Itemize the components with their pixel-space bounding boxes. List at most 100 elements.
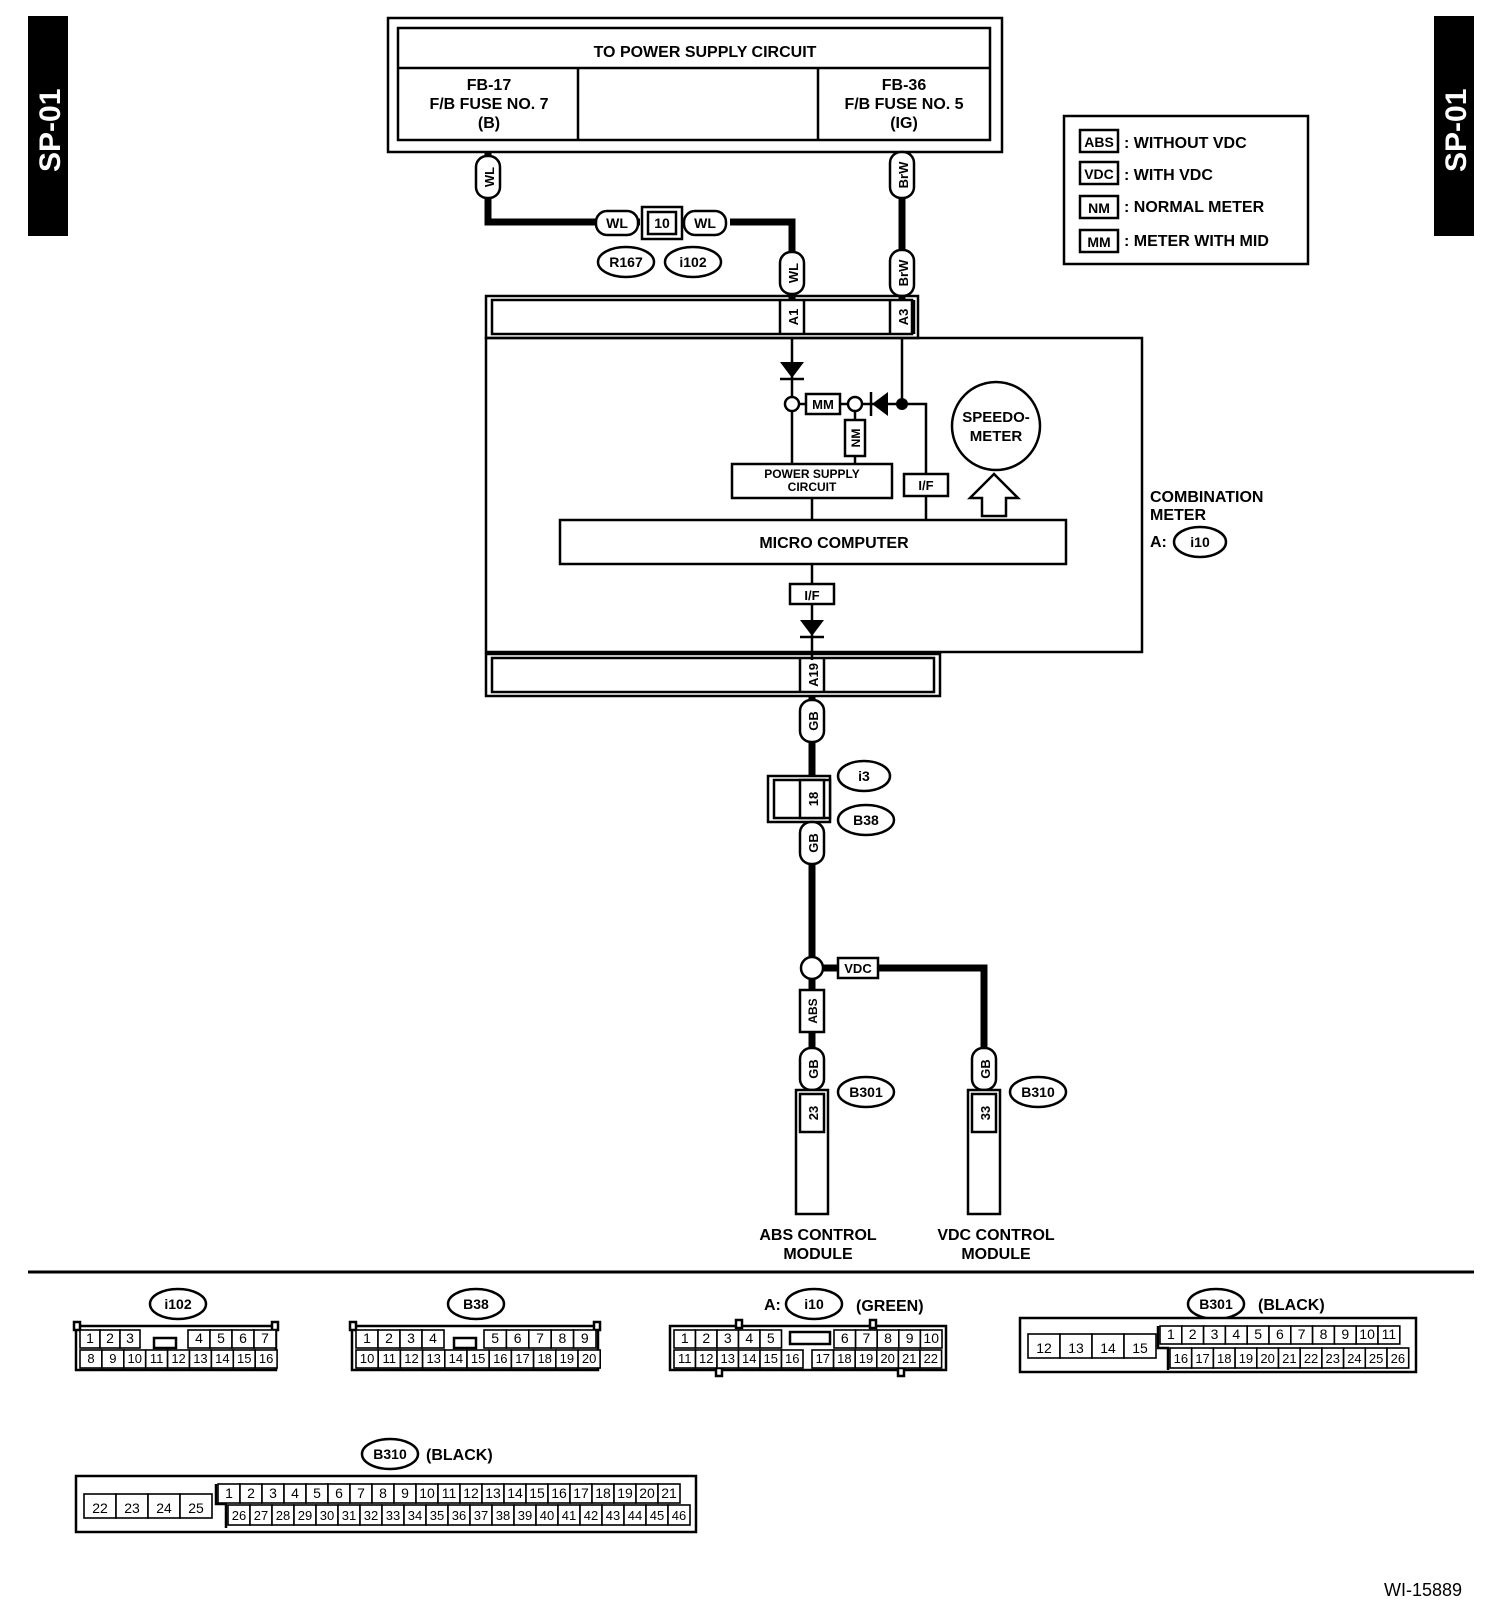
brw-wire: BrW BrW bbox=[888, 150, 916, 300]
connector-b310: B310 bbox=[1021, 1084, 1055, 1100]
pin-number: 36 bbox=[452, 1508, 466, 1523]
pin-a3: A3 bbox=[896, 309, 911, 326]
pin-number: 21 bbox=[661, 1485, 677, 1501]
pin-number: 4 bbox=[745, 1330, 753, 1346]
cv-b301-color: (BLACK) bbox=[1258, 1297, 1325, 1314]
pin-number: 10 bbox=[128, 1351, 142, 1366]
connector-i3: i3 bbox=[858, 768, 870, 784]
pin-number: 3 bbox=[269, 1485, 277, 1501]
right-fuse-line-1: FB-36 bbox=[882, 77, 927, 94]
pin-number: 4 bbox=[429, 1330, 437, 1346]
pin-number: 14 bbox=[742, 1351, 756, 1366]
combination-meter-label-1: COMBINATION bbox=[1150, 489, 1263, 506]
pin-number: 9 bbox=[1341, 1326, 1349, 1342]
pin-number: 7 bbox=[261, 1330, 269, 1346]
pin-number: 5 bbox=[217, 1330, 225, 1346]
pin-number: 15 bbox=[1132, 1340, 1148, 1356]
pin-number: 7 bbox=[863, 1330, 871, 1346]
pin-number: 21 bbox=[1282, 1351, 1296, 1366]
pin-number: 11 bbox=[442, 1485, 457, 1501]
pin-number: 14 bbox=[215, 1351, 229, 1366]
pin-number: 9 bbox=[581, 1330, 589, 1346]
left-fuse-line-3: (B) bbox=[478, 115, 500, 132]
combination-meter-conn: i10 bbox=[1190, 534, 1210, 550]
pin-number: 20 bbox=[1260, 1351, 1274, 1366]
pin-number: 7 bbox=[1298, 1326, 1306, 1342]
pin-number: 14 bbox=[507, 1485, 523, 1501]
pin-number: 38 bbox=[496, 1508, 510, 1523]
wire-label-gb-1: GB bbox=[806, 711, 821, 731]
pin-number: 16 bbox=[493, 1351, 507, 1366]
legend-text-mm: : METER WITH MID bbox=[1124, 233, 1269, 250]
pin-number: 35 bbox=[430, 1508, 444, 1523]
wire-label-wl-lower: WL bbox=[786, 263, 801, 283]
connector-view-title-b301: B301 (BLACK) bbox=[1186, 1287, 1325, 1321]
pin-number: 11 bbox=[383, 1351, 397, 1366]
pin-number: 4 bbox=[291, 1485, 299, 1501]
pin-number: 13 bbox=[193, 1351, 207, 1366]
pin-number: 6 bbox=[1276, 1326, 1284, 1342]
pin-number: 18 bbox=[537, 1351, 551, 1366]
pin-number: 19 bbox=[560, 1351, 574, 1366]
pin-number: 25 bbox=[1369, 1351, 1383, 1366]
speedo-line-1: SPEEDO- bbox=[962, 409, 1030, 426]
pin-number: 19 bbox=[1239, 1351, 1253, 1366]
pin-23: 23 bbox=[806, 1106, 821, 1120]
pin-number: 30 bbox=[320, 1508, 334, 1523]
meter-if-upper: I/F bbox=[918, 478, 933, 493]
pin-number: 17 bbox=[816, 1351, 830, 1366]
pin-number: 18 bbox=[1217, 1351, 1231, 1366]
pin-number: 40 bbox=[540, 1508, 554, 1523]
right-fuse-line-2: F/B FUSE NO. 5 bbox=[844, 96, 963, 113]
pin-number: 33 bbox=[386, 1508, 400, 1523]
pin-number: 8 bbox=[1320, 1326, 1328, 1342]
pin-number: 20 bbox=[880, 1351, 894, 1366]
pin-a1: A1 bbox=[786, 309, 801, 326]
pin-number: 15 bbox=[764, 1351, 778, 1366]
pin-number: 5 bbox=[767, 1330, 775, 1346]
pin-number: 11 bbox=[678, 1351, 692, 1366]
pin-number: 21 bbox=[902, 1351, 916, 1366]
wl-wire: WL WL 10 WL R167 i102 WL bbox=[474, 152, 806, 300]
figure-id: WI-15889 bbox=[1384, 1580, 1462, 1600]
branch-abs-label: ABS bbox=[806, 998, 820, 1023]
pin-number: 11 bbox=[150, 1351, 164, 1366]
pin-number: 2 bbox=[106, 1330, 114, 1346]
pin-number: 15 bbox=[529, 1485, 545, 1501]
pin-number: 8 bbox=[559, 1330, 567, 1346]
pin-number: 11 bbox=[1382, 1326, 1397, 1342]
wire-label-wl-left: WL bbox=[606, 215, 628, 231]
pin-number: 41 bbox=[562, 1508, 576, 1523]
connector-b38: B38 bbox=[853, 812, 879, 828]
pin-number: 18 bbox=[837, 1351, 851, 1366]
pin-number: 4 bbox=[195, 1330, 203, 1346]
pin-number: 10 bbox=[1359, 1326, 1375, 1342]
pin-number: 23 bbox=[1326, 1351, 1340, 1366]
cv-b310-name: B310 bbox=[373, 1446, 407, 1462]
legend-text-nm: : NORMAL METER bbox=[1124, 199, 1265, 216]
pin-number: 5 bbox=[313, 1485, 321, 1501]
pin-number: 9 bbox=[401, 1485, 409, 1501]
pin-number: 10 bbox=[419, 1485, 435, 1501]
pin-number: 43 bbox=[606, 1508, 620, 1523]
connector-b301: B301 bbox=[849, 1084, 883, 1100]
vdc-module-line-2: MODULE bbox=[961, 1246, 1031, 1263]
abs-module-line-2: MODULE bbox=[783, 1246, 853, 1263]
combination-meter: A1 A3 MM NM POWER SUPPLY CIRCUIT I/F SPE… bbox=[484, 294, 1263, 698]
branch-vdc-label: VDC bbox=[844, 961, 872, 976]
combination-meter-label-2: METER bbox=[1150, 507, 1206, 524]
wire-label-wl-top: WL bbox=[482, 167, 497, 187]
pin-number: 42 bbox=[584, 1508, 598, 1523]
connector-view-title-i10: A: i10 (GREEN) bbox=[764, 1287, 924, 1321]
pin-number: 20 bbox=[639, 1485, 655, 1501]
pin-number: 46 bbox=[672, 1508, 686, 1523]
pin-number: 13 bbox=[721, 1351, 735, 1366]
cv-b301-name: B301 bbox=[1199, 1296, 1233, 1312]
combination-meter-conn-prefix: A: bbox=[1150, 534, 1167, 551]
pin-number: 13 bbox=[426, 1351, 440, 1366]
pin-number: 31 bbox=[342, 1508, 356, 1523]
connector-i102: i102 bbox=[679, 254, 706, 270]
